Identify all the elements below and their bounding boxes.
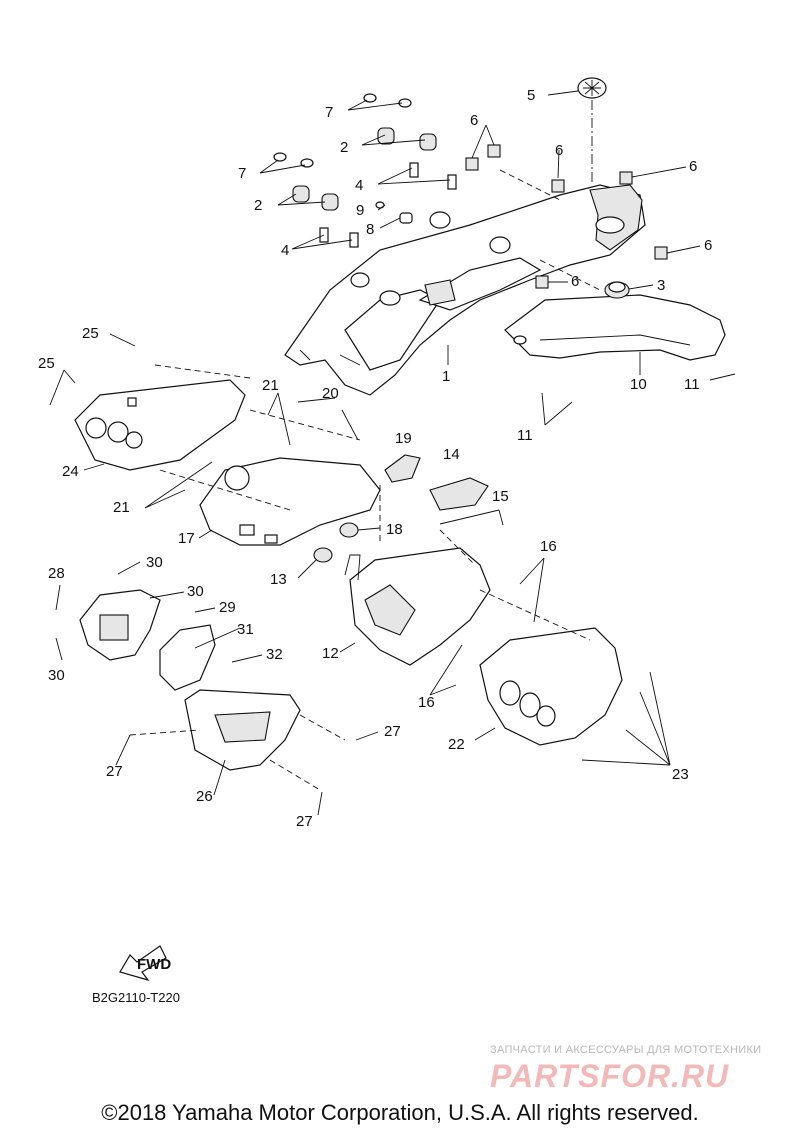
callout-16: 16 bbox=[418, 694, 435, 711]
bracket-part-28 bbox=[79, 589, 161, 661]
callout-28: 30 bbox=[187, 583, 204, 600]
rear-fender-part-1 bbox=[284, 184, 646, 396]
callout-6: 6 bbox=[704, 237, 712, 254]
callout-25: 25 bbox=[38, 355, 55, 372]
callout-6: 6 bbox=[689, 158, 697, 175]
grommet-part-3 bbox=[604, 281, 630, 299]
callout-11: 11 bbox=[517, 427, 533, 444]
callout-29: 29 bbox=[219, 599, 236, 616]
callout-6: 6 bbox=[555, 142, 563, 159]
callout-31: 31 bbox=[237, 621, 254, 638]
callout-6: 6 bbox=[470, 112, 478, 129]
callout-30: 28 bbox=[48, 565, 65, 582]
callout-5: 5 bbox=[527, 87, 535, 104]
callout-4: 4 bbox=[355, 177, 363, 194]
callout-30: 30 bbox=[48, 667, 65, 684]
leader-lines bbox=[49, 90, 736, 816]
copyright-notice: ©2018 Yamaha Motor Corporation, U.S.A. A… bbox=[101, 1100, 699, 1125]
callout-27: 27 bbox=[384, 723, 401, 740]
callout-27: 27 bbox=[296, 813, 313, 830]
callout-11: 11 bbox=[684, 376, 700, 393]
callout-1: 1 bbox=[442, 368, 450, 385]
callout-4: 4 bbox=[281, 242, 289, 259]
callout-7: 7 bbox=[238, 165, 246, 182]
callout-19: 19 bbox=[395, 430, 412, 447]
nuts-part-6 bbox=[465, 144, 668, 289]
watermark-logo: PARTSFOR.RU bbox=[490, 1058, 730, 1094]
callout-18: 18 bbox=[386, 521, 403, 538]
side-cover-part-22 bbox=[479, 627, 623, 746]
callout-2: 2 bbox=[340, 139, 348, 156]
callout-8: 8 bbox=[366, 221, 374, 238]
callout-30: 30 bbox=[146, 554, 163, 571]
callout-21: 21 bbox=[113, 499, 130, 516]
callout-26: 26 bbox=[196, 788, 213, 805]
callout-32: 32 bbox=[266, 646, 283, 663]
collar-part-13 bbox=[313, 547, 333, 563]
callout-17: 17 bbox=[178, 530, 195, 547]
dampers-and-bolts bbox=[273, 93, 457, 248]
callout-27: 27 bbox=[106, 763, 123, 780]
callout-15: 15 bbox=[492, 488, 509, 505]
callout-13: 13 bbox=[270, 571, 287, 588]
collar-part-18 bbox=[339, 522, 359, 538]
callout-22: 22 bbox=[448, 736, 465, 753]
plate-part-31 bbox=[159, 624, 216, 691]
side-cover-part-24 bbox=[74, 379, 246, 471]
callout-23: 23 bbox=[672, 766, 689, 783]
callout-10: 10 bbox=[630, 376, 647, 393]
callout-14: 14 bbox=[443, 446, 460, 463]
cover-part-26 bbox=[184, 689, 301, 771]
bracket-part-12 bbox=[344, 547, 491, 666]
fwd-arrow-icon: FWD bbox=[119, 945, 171, 982]
callout-25: 25 bbox=[82, 325, 99, 342]
pad-part-14 bbox=[429, 477, 489, 511]
callout-3: 3 bbox=[657, 277, 665, 294]
pad-part-19 bbox=[384, 454, 421, 483]
callout-7: 7 bbox=[325, 104, 333, 121]
fwd-label: FWD bbox=[137, 956, 171, 973]
callout-9: 9 bbox=[356, 202, 364, 219]
callout-16: 16 bbox=[540, 538, 557, 555]
callout-24: 24 bbox=[62, 463, 79, 480]
callout-21: 21 bbox=[262, 377, 279, 394]
bracket-part-17 bbox=[199, 457, 381, 546]
callout-labels: 5 7 2 6 6 6 7 4 2 9 8 6 4 6 3 25 25 1 10… bbox=[38, 87, 712, 830]
callout-12: 12 bbox=[322, 645, 339, 662]
callout-20: 20 bbox=[322, 385, 339, 402]
emblem-part-5 bbox=[577, 77, 607, 99]
callout-6: 6 bbox=[571, 273, 579, 290]
callout-2: 2 bbox=[254, 197, 262, 214]
drawing-code: B2G2110-T220 bbox=[92, 990, 180, 1005]
splash-guard-part-10 bbox=[504, 294, 726, 361]
watermark-tagline: ЗАПЧАСТИ И АКСЕССУАРЫ ДЛЯ МОТОТЕХНИКИ bbox=[490, 1044, 762, 1056]
